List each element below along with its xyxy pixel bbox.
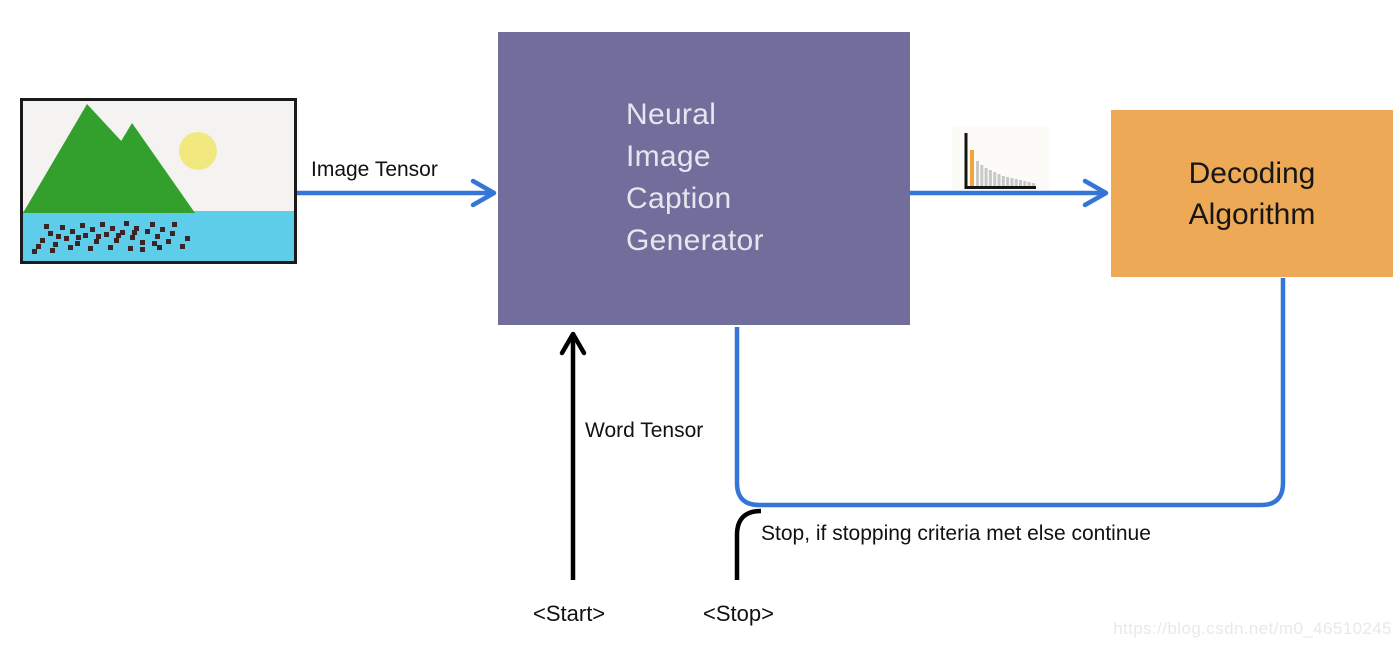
stop-condition-label: Stop, if stopping criteria met else cont… <box>761 522 1151 545</box>
generator-label-line: Caption <box>626 182 732 215</box>
stop-branch-line <box>734 508 762 580</box>
watermark-url: https://blog.csdn.net/m0_46510245 <box>1113 619 1392 638</box>
node-neural-image-caption-generator: Neural Image Caption Generator <box>498 32 910 325</box>
node-decoding-algorithm: Decoding Algorithm <box>1111 110 1393 277</box>
word-tensor-label: Word Tensor <box>585 419 704 442</box>
generator-label-line: Generator <box>626 224 764 257</box>
generator-label: Neural Image Caption Generator <box>626 94 764 262</box>
stop-token-label: <Stop> <box>703 601 774 626</box>
scenery-image-icon <box>23 104 294 261</box>
image-tensor-label: Image Tensor <box>311 158 438 181</box>
mountain-small-shape <box>78 123 195 213</box>
probability-distribution-histogram-icon <box>952 126 1050 190</box>
generator-label-line: Image <box>626 140 711 173</box>
decoder-label: Decoding Algorithm <box>1188 156 1316 231</box>
start-token-label: <Start> <box>533 601 606 626</box>
input-scenery-image <box>20 98 297 264</box>
generator-label-line: Neural <box>626 98 717 131</box>
sun-shape <box>179 132 217 170</box>
pebbles-dots <box>32 221 190 254</box>
